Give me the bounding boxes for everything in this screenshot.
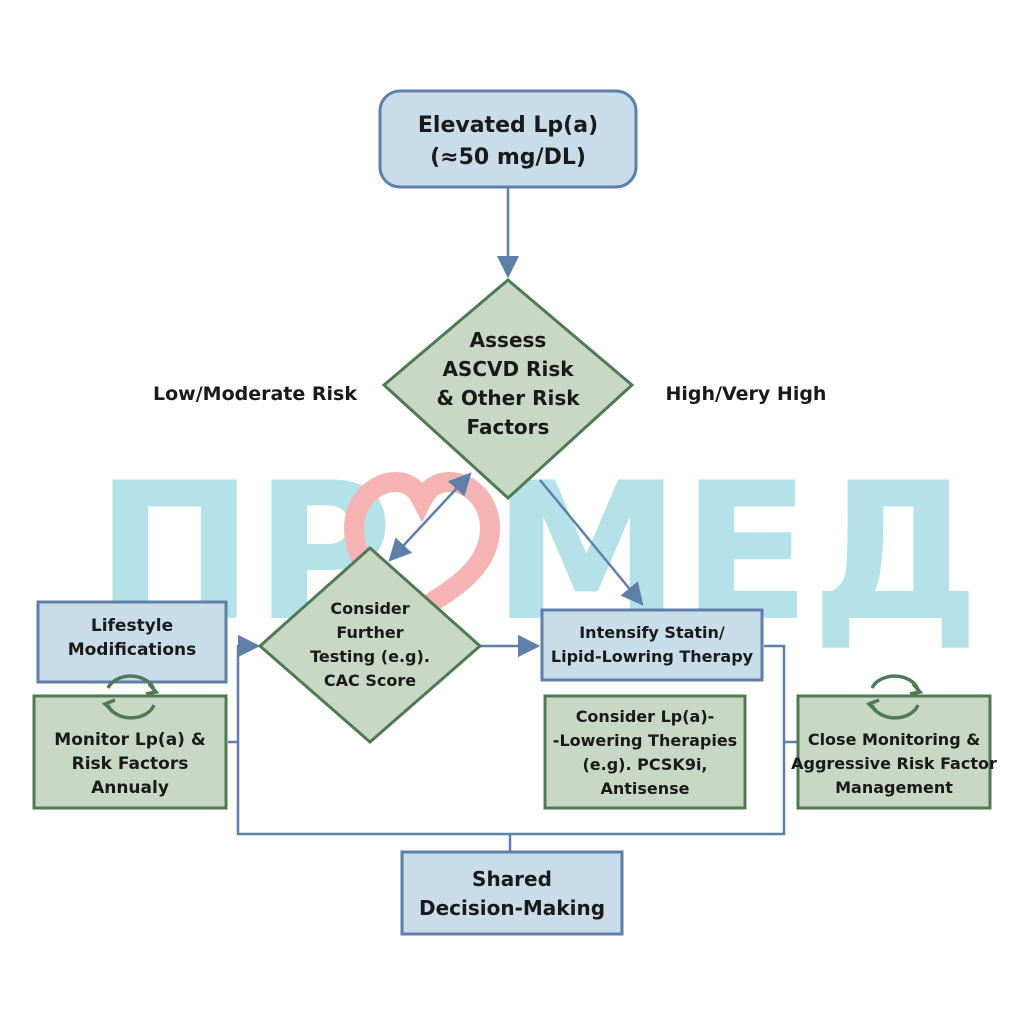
node-text: (e.g). PCSK9i, xyxy=(582,755,707,774)
node-text: Annualy xyxy=(91,778,169,798)
node-text: & Other Risk xyxy=(436,386,580,410)
node-text: CAC Score xyxy=(324,671,416,690)
connectors xyxy=(228,188,798,852)
node-text: -Lowering Therapies xyxy=(553,731,737,750)
node-consider-further-testing: Consider Further Testing (e.g). CAC Scor… xyxy=(257,545,483,744)
node-text: Testing (e.g). xyxy=(310,647,430,666)
node-text: Monitor Lp(a) & xyxy=(54,730,206,750)
node-monitor-lpa: Monitor Lp(a) & Risk Factors Annualy xyxy=(32,694,228,810)
node-text: ASCVD Risk xyxy=(442,357,574,381)
node-text: Management xyxy=(835,778,953,797)
label-high-very-high: High/Very High xyxy=(666,383,827,405)
arrow-assess-consider xyxy=(388,472,472,562)
node-text: Assess xyxy=(470,328,547,352)
node-text: (≈50 mg/DL) xyxy=(430,145,586,170)
node-elevated-lpa: Elevated Lp(a) (≈50 mg/DL) xyxy=(378,89,638,189)
node-text: Modifications xyxy=(68,640,197,660)
cycle-icon xyxy=(865,674,924,720)
node-text: Lifestyle xyxy=(91,616,173,636)
node-text: Consider Lp(a)- xyxy=(576,707,715,726)
node-consider-lpa-lowering: Consider Lp(a)- -Lowering Therapies (e.g… xyxy=(543,694,747,810)
node-text: Antisense xyxy=(600,779,689,798)
node-text: Consider xyxy=(330,599,409,618)
node-text: Elevated Lp(a) xyxy=(418,113,598,138)
node-lifestyle-modifications: Lifestyle Modifications xyxy=(36,600,228,684)
node-intensify-statin: Intensify Statin/ Lipid-Lowring Therapy xyxy=(540,608,764,682)
node-text: Factors xyxy=(467,415,550,439)
node-text: Intensify Statin/ xyxy=(579,623,725,642)
arrow-loop-to-consider xyxy=(228,634,261,744)
node-close-monitoring: Close Monitoring & Aggressive Risk Facto… xyxy=(791,694,997,810)
node-text: Decision-Making xyxy=(419,896,605,920)
node-text: Further xyxy=(336,623,403,642)
bracket-bottom xyxy=(236,644,786,836)
node-text: Lipid-Lowring Therapy xyxy=(551,647,754,666)
node-text: Close Monitoring & xyxy=(808,730,980,749)
node-text: Shared xyxy=(472,867,552,891)
node-shared-decision-making: Shared Decision-Making xyxy=(400,850,624,936)
watermark: ПР МЕД xyxy=(95,442,980,663)
node-text: Risk Factors xyxy=(72,754,189,774)
cycle-icon xyxy=(101,674,160,720)
arrow-assess-to-intensify xyxy=(539,479,644,606)
node-text: Aggressive Risk Factor xyxy=(791,754,997,773)
node-assess-risk: Assess ASCVD Risk & Other Risk Factors xyxy=(381,278,635,501)
label-low-moderate-risk: Low/Moderate Risk xyxy=(153,383,357,405)
